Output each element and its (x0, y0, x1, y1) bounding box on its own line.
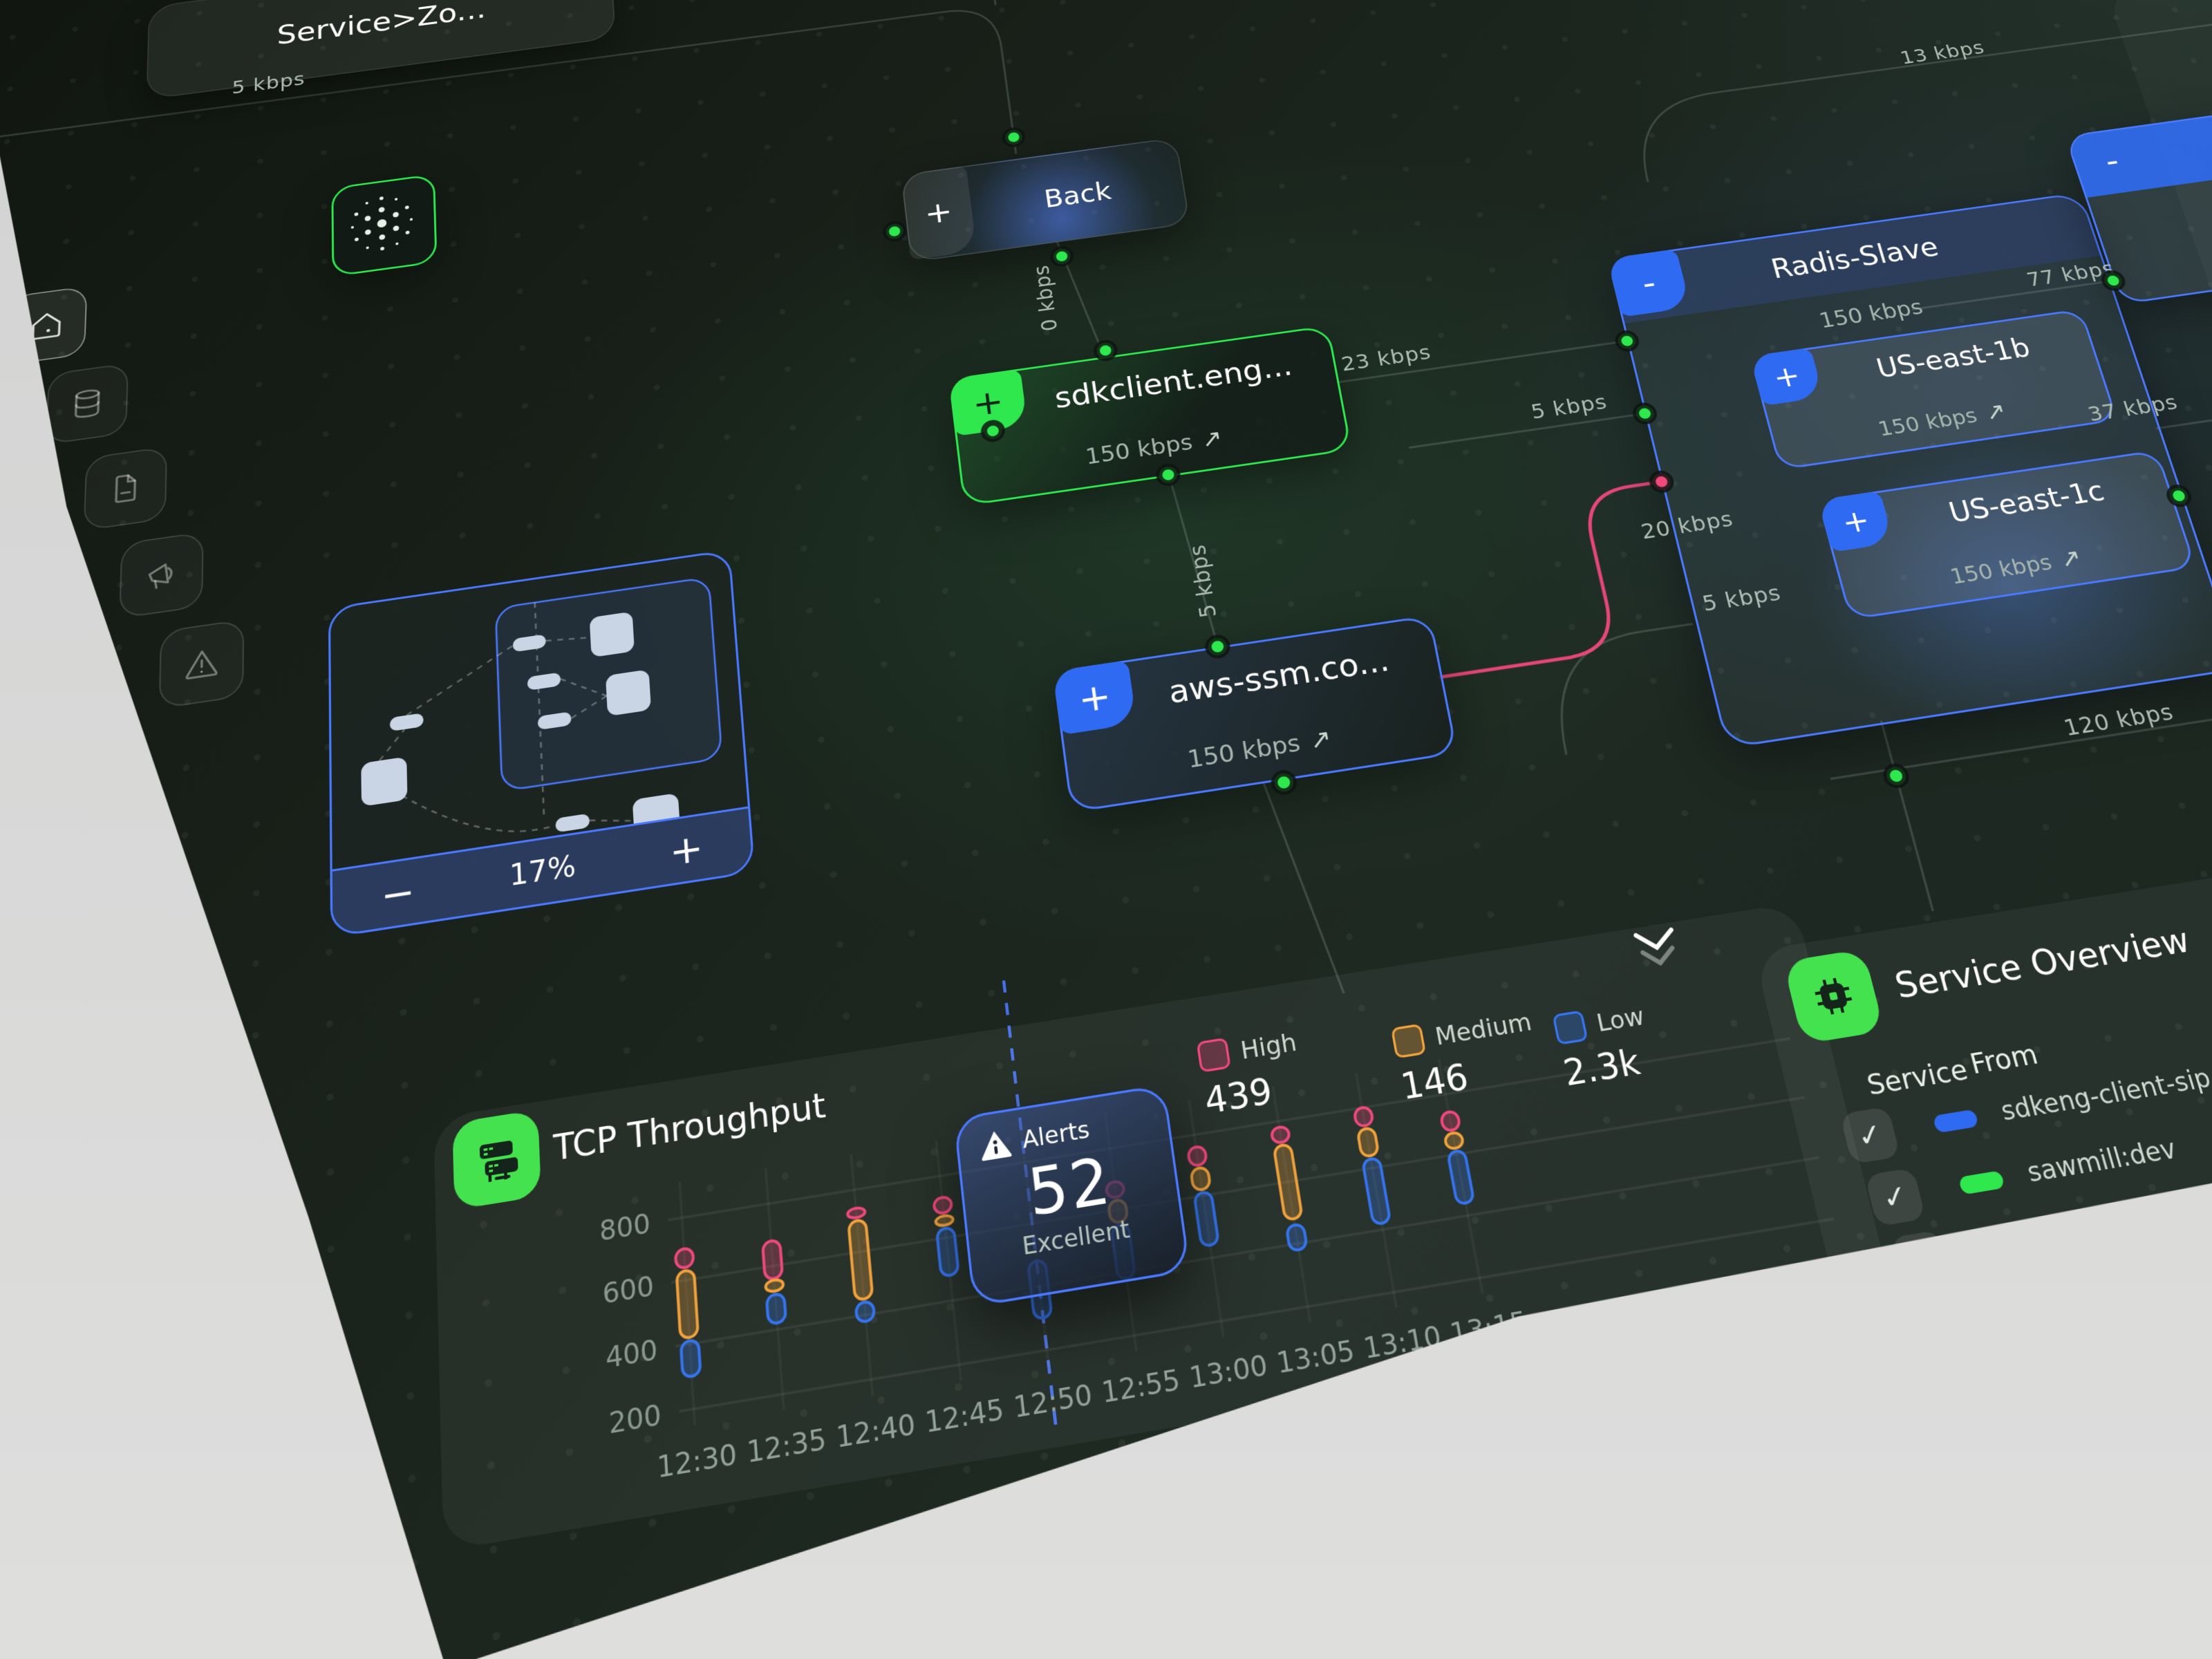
alert-triangle-icon (977, 1127, 1013, 1163)
service-name: sawmill:dev (2023, 1133, 2180, 1189)
collapse-button[interactable]: - (2099, 142, 2124, 180)
expand-button[interactable]: + (1052, 660, 1136, 735)
home-icon (27, 307, 66, 344)
panel-title: Service Overview (1891, 919, 2195, 1006)
svg-text:12:55: 12:55 (1100, 1364, 1182, 1411)
node-logo[interactable] (331, 174, 437, 276)
expand-button[interactable]: + (948, 368, 1028, 436)
svg-text:400: 400 (605, 1333, 659, 1376)
svg-text:12:35: 12:35 (746, 1423, 828, 1470)
service-color-pill (1984, 1232, 2032, 1257)
svg-text:12:40: 12:40 (835, 1408, 917, 1455)
svg-text:200: 200 (608, 1398, 662, 1441)
trend-arrow-icon: ↗ (2056, 543, 2086, 574)
trend-arrow-icon: ↗ (1199, 424, 1225, 453)
column-header-from: From (1967, 1038, 2042, 1081)
expand-button[interactable]: + (901, 166, 977, 261)
alert-edge (1407, 482, 1700, 677)
service-color-pill (1958, 1170, 2005, 1194)
megaphone-icon (142, 554, 181, 595)
svg-text:12:45: 12:45 (924, 1393, 1006, 1440)
breadcrumb-label: Service>Zo... (276, 0, 487, 51)
svg-text:13:10: 13:10 (1361, 1320, 1444, 1366)
row-checkbox[interactable]: ✓ (1840, 1107, 1901, 1165)
row-checkbox[interactable]: ✓ (1864, 1168, 1926, 1227)
svg-text:13:05: 13:05 (1275, 1334, 1358, 1380)
zoom-level: 17% (509, 850, 577, 893)
collapse-panel-button[interactable] (1631, 926, 1684, 973)
server-icon (452, 1109, 541, 1210)
svg-text:800: 800 (599, 1208, 651, 1248)
column-header-service: Service (1864, 1053, 1971, 1102)
svg-text:12:50: 12:50 (1012, 1378, 1094, 1425)
zoom-in-button[interactable]: + (668, 824, 705, 875)
tcp-throughput-panel: TCP Throughput High 439 Medium 146 Low 2… (433, 903, 1895, 1551)
svg-text:13:15: 13:15 (1447, 1306, 1530, 1351)
database-icon (68, 384, 106, 422)
document-icon (106, 469, 145, 508)
chip-icon (1783, 949, 1884, 1044)
row-checkbox[interactable]: ✓ (1890, 1230, 1952, 1290)
svg-text:600: 600 (601, 1270, 655, 1311)
cardano-logo-icon (333, 176, 431, 272)
service-color-pill (1933, 1109, 1979, 1134)
minimap-content (330, 552, 748, 872)
svg-text:13:00: 13:00 (1188, 1349, 1271, 1395)
minimap[interactable]: − 17% + (328, 550, 756, 938)
svg-text:12:30: 12:30 (656, 1438, 738, 1485)
alerts-card[interactable]: Alerts 52 Excellent (953, 1084, 1190, 1307)
legend-swatch (1197, 1038, 1231, 1073)
zoom-out-button[interactable]: − (380, 868, 415, 919)
trend-arrow-icon: ↗ (1307, 724, 1334, 756)
warning-triangle-icon (182, 643, 222, 685)
service-name: ad.au1.twilio... (2050, 1188, 2212, 1251)
chevron-double-down-icon (1631, 926, 1684, 973)
trend-arrow-icon: ↗ (1982, 397, 2010, 427)
